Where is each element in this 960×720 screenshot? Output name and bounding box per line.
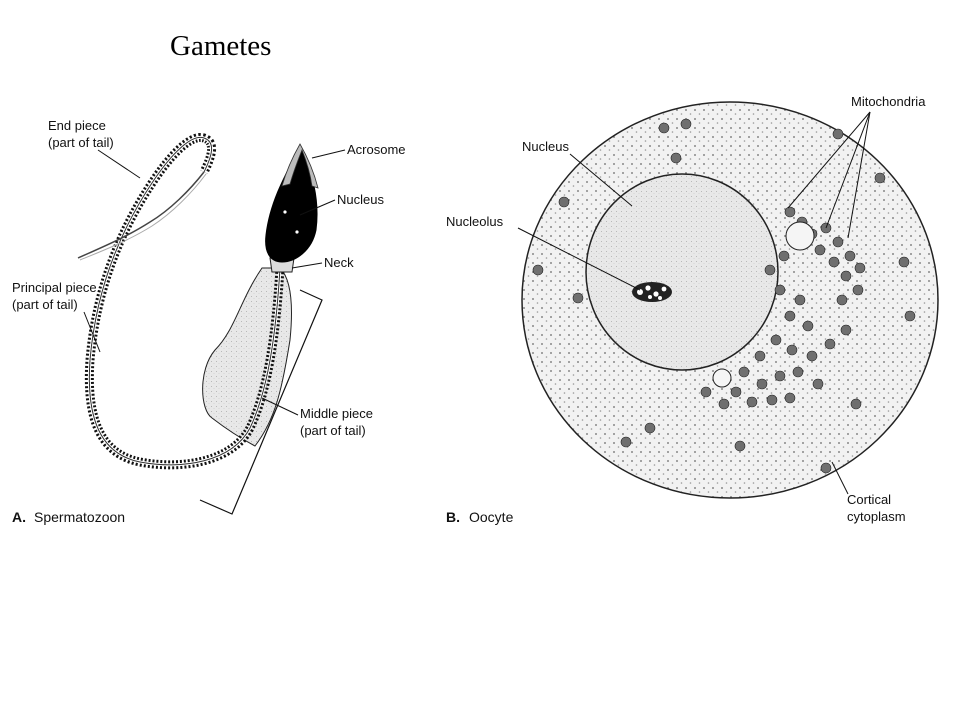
caption-a-letter: A. <box>12 509 26 525</box>
oocyte-nucleus <box>585 173 779 371</box>
label-nucleus-b: Nucleus <box>522 139 569 154</box>
tail-end-piece <box>77 171 205 259</box>
oocyte-mitochondria <box>532 118 916 474</box>
panel-a-leaders <box>83 149 346 416</box>
label-middle-piece-2: (part of tail) <box>300 423 366 438</box>
label-end-piece-2: (part of tail) <box>48 135 114 150</box>
label-cortical-2: cytoplasm <box>847 509 906 524</box>
middle-piece-bracket <box>199 289 323 515</box>
label-end-piece-1: End piece <box>48 118 106 133</box>
caption-b-letter: B. <box>446 509 460 525</box>
label-acrosome: Acrosome <box>347 142 406 157</box>
label-principal-piece-2: (part of tail) <box>12 297 78 312</box>
label-cortical-1: Cortical <box>847 492 891 507</box>
caption-a-name: Spermatozoon <box>34 509 125 525</box>
oocyte-drawing <box>521 101 939 499</box>
oocyte-nucleolus <box>632 282 672 302</box>
page-title: Gametes <box>170 30 272 62</box>
label-principal-piece-1: Principal piece <box>12 280 97 295</box>
label-nucleolus: Nucleolus <box>446 214 504 229</box>
sperm-head <box>265 145 318 263</box>
caption-b-name: Oocyte <box>469 509 514 525</box>
label-nucleus-a: Nucleus <box>337 192 384 207</box>
spermatozoon-drawing <box>77 133 323 515</box>
acrosome-cap <box>281 143 319 189</box>
label-mitochondria: Mitochondria <box>851 94 926 109</box>
label-middle-piece-1: Middle piece <box>300 406 373 421</box>
label-neck: Neck <box>324 255 354 270</box>
panel-b-leaders <box>517 111 871 495</box>
